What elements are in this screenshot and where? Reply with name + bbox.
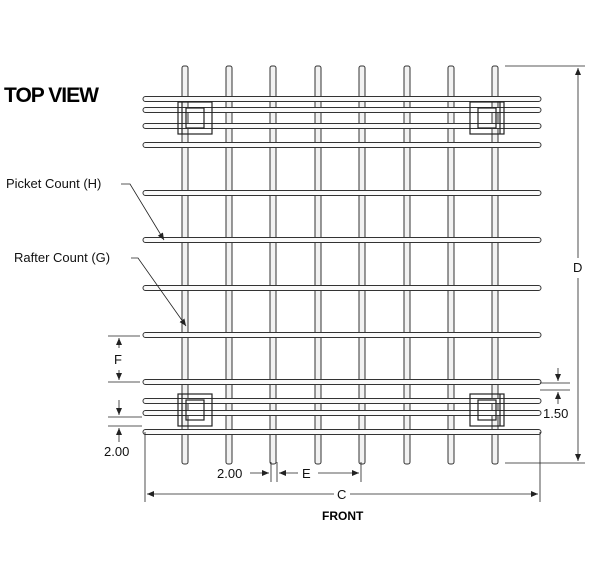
picket-rail (142, 332, 542, 338)
rafter-post (403, 65, 411, 465)
picket-rail (142, 285, 542, 291)
corner-bracket-top-right (469, 101, 505, 135)
dimension-d-label: D (573, 260, 582, 275)
picket-count-leader (121, 183, 165, 241)
corner-bracket-bottom-left (177, 393, 213, 427)
dimension-one-fifty: 1.50 (540, 368, 570, 421)
rafter-post (181, 65, 189, 465)
corner-bracket-top-left (177, 101, 213, 135)
corner-bracket-bottom-right (469, 393, 505, 427)
picket-count-label: Picket Count (H) (6, 176, 101, 191)
dimension-d: D (505, 65, 585, 464)
dimension-f-label: F (114, 352, 122, 367)
picket-rail (142, 190, 542, 196)
picket-rail (142, 429, 542, 435)
rafter-count-leader (131, 257, 187, 327)
dimension-two-bottom: 2.00 (217, 462, 296, 482)
picket-rail (142, 398, 542, 404)
dimension-f: F (108, 335, 140, 383)
picket-rail (142, 123, 542, 129)
dimension-c-label: C (337, 487, 346, 502)
dimension-c: C (144, 432, 541, 502)
rafter-post (269, 65, 277, 465)
dimension-two-left-label: 2.00 (104, 444, 129, 459)
picket-rail (142, 410, 542, 416)
picket-rail (142, 142, 542, 148)
dimension-two-left: 2.00 (104, 400, 142, 459)
rafter-count-label: Rafter Count (G) (14, 250, 110, 265)
view-title: TOP VIEW (4, 84, 99, 107)
dimension-one-fifty-label: 1.50 (543, 406, 568, 421)
picket-rail (142, 96, 542, 102)
front-label: FRONT (322, 509, 364, 523)
picket-rail (142, 237, 542, 243)
rafter-post (225, 65, 233, 465)
picket-rail (142, 379, 542, 385)
rafter-post (447, 65, 455, 465)
dimension-e: E (296, 462, 362, 482)
dimension-two-bottom-label: 2.00 (217, 466, 242, 481)
picket-rails (142, 96, 542, 435)
rafter-post (358, 65, 366, 465)
rafter-post (314, 65, 322, 465)
rafter-post (491, 65, 499, 465)
dimension-e-label: E (302, 466, 311, 481)
picket-rail (142, 107, 542, 113)
rafter-posts (181, 65, 499, 465)
